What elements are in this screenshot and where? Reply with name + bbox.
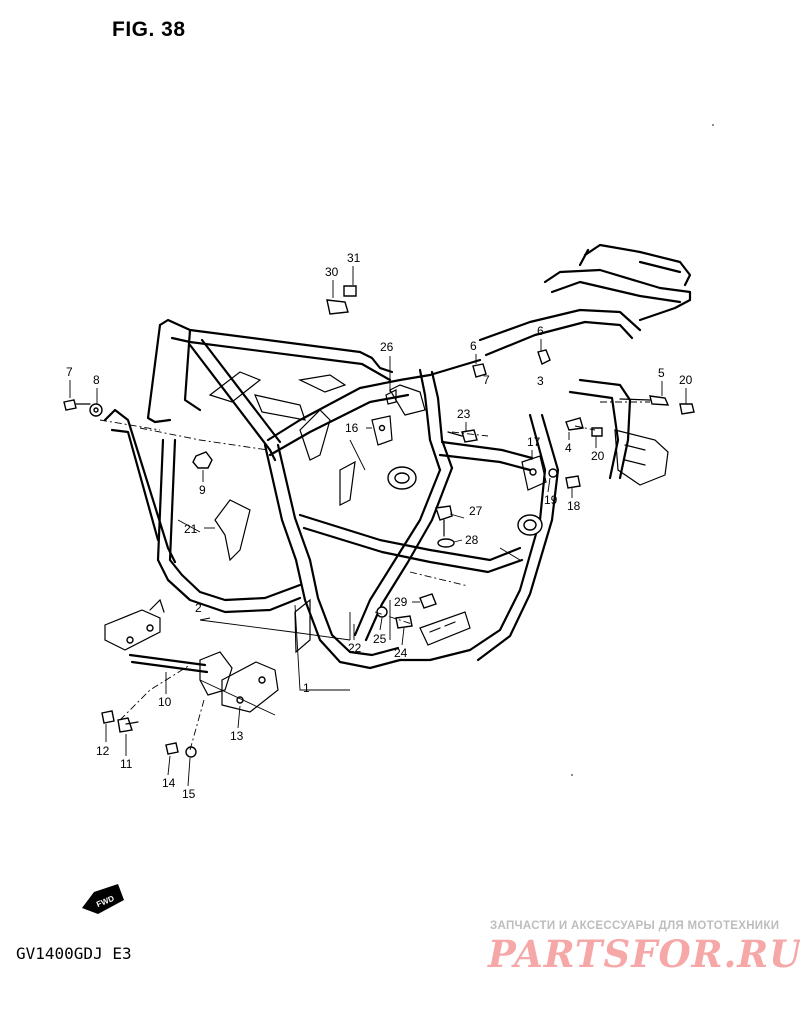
- callout-21: 21: [184, 522, 198, 536]
- callout-11: 11: [120, 757, 133, 771]
- callout-30: 30: [325, 265, 339, 279]
- fwd-arrow: FWD: [82, 884, 124, 914]
- callout-23: 23: [457, 407, 471, 421]
- callout-5: 5: [658, 366, 665, 380]
- callout-29: 29: [394, 595, 408, 609]
- callout-13: 13: [230, 729, 244, 743]
- callout-9: 9: [199, 483, 206, 497]
- watermark-logo: PARTSFOR.RU: [488, 932, 800, 976]
- callout-18: 18: [567, 499, 581, 513]
- callout-8: 8: [93, 373, 100, 387]
- callout-19: 19: [544, 493, 558, 507]
- callout-numbers: 1 2 3 4 5 6 6 7 7 8 9 10 11 12 13 14 15 …: [66, 251, 693, 801]
- callout-2: 2: [195, 601, 202, 615]
- callout-31: 31: [347, 251, 361, 265]
- watermark-tagline: ЗАПЧАСТИ И АКСЕССУАРЫ ДЛЯ МОТОТЕХНИКИ: [490, 920, 780, 932]
- callout-6b: 6: [537, 324, 544, 338]
- callout-20a: 20: [679, 373, 693, 387]
- callout-27: 27: [469, 504, 483, 518]
- callout-15: 15: [182, 787, 196, 801]
- main-frame: [103, 243, 692, 670]
- callout-3: 3: [537, 374, 544, 388]
- callout-17: 17: [527, 435, 541, 449]
- callout-24: 24: [394, 646, 408, 660]
- fasteners: [63, 285, 695, 758]
- callout-12: 12: [96, 744, 110, 758]
- callout-7a: 7: [66, 365, 73, 379]
- callout-4: 4: [565, 441, 572, 455]
- callout-16: 16: [345, 421, 359, 435]
- callout-28: 28: [465, 533, 479, 547]
- callout-10: 10: [158, 695, 172, 709]
- callout-14: 14: [162, 776, 176, 790]
- callout-1: 1: [303, 681, 310, 695]
- front-down-tube-assembly: [104, 598, 279, 713]
- callout-22: 22: [348, 641, 362, 655]
- leader-lines: [99, 401, 650, 751]
- figure-title: FIG. 38: [112, 18, 186, 41]
- callout-25: 25: [373, 632, 387, 646]
- callout-ticks: [69, 266, 687, 787]
- callout-6a: 6: [470, 339, 477, 353]
- callout-26: 26: [380, 340, 394, 354]
- stray-dots: [571, 124, 714, 776]
- callout-7b: 7: [483, 373, 490, 387]
- callout-20b: 20: [591, 449, 605, 463]
- model-code: GV1400GDJ E3: [16, 944, 132, 963]
